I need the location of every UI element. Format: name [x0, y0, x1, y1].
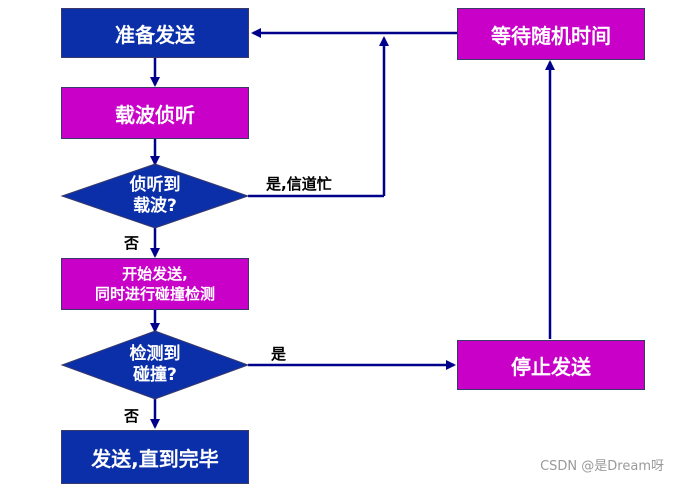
node-stop-send: 停止发送: [457, 340, 645, 390]
edge-label-yes-collision: 是: [271, 345, 287, 363]
node-send-until-done-label: 发送,直到完毕: [91, 446, 219, 471]
node-start-send-line2: 同时进行碰撞检测: [94, 285, 215, 303]
decision-carrier-line1: 侦听到: [129, 175, 181, 195]
node-wait-random-label: 等待随机时间: [491, 23, 611, 48]
decision-diamond-carrier: [60, 163, 250, 229]
edge-label-yes-busy: 是,信道忙: [266, 175, 332, 193]
decision-carrier-label: 侦听到 载波?: [105, 175, 205, 217]
edge-label-no-1: 否: [124, 234, 140, 252]
watermark-text: CSDN @是Dream呀: [540, 459, 664, 474]
decision-collision-line2: 碰撞?: [133, 365, 177, 385]
node-wait-random: 等待随机时间: [457, 8, 645, 60]
decision-collision-line1: 检测到: [129, 344, 181, 364]
node-carrier-listen: 载波侦听: [61, 87, 249, 139]
node-prepare-send: 准备发送: [61, 8, 249, 58]
node-send-until-done: 发送,直到完毕: [61, 430, 249, 484]
decision-collision-label: 检测到 碰撞?: [105, 344, 205, 386]
node-start-send: 开始发送, 同时进行碰撞检测: [61, 258, 249, 310]
node-stop-send-label: 停止发送: [511, 354, 591, 379]
decision-carrier-line2: 载波?: [133, 196, 177, 216]
node-start-send-line1: 开始发送,: [122, 265, 188, 283]
node-carrier-listen-label: 载波侦听: [115, 102, 195, 127]
edge-label-no-2: 否: [124, 407, 140, 425]
node-prepare-send-label: 准备发送: [115, 22, 195, 47]
decision-diamond-collision: [60, 330, 250, 400]
